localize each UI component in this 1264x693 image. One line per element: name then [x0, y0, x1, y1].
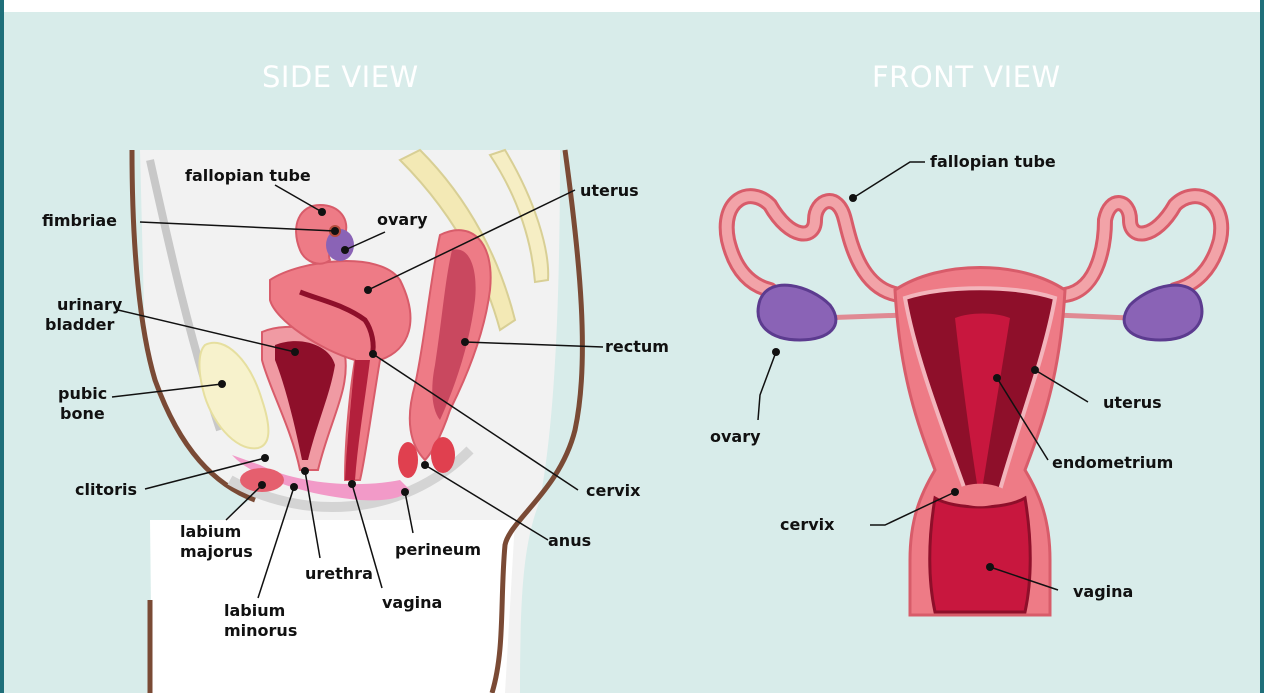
label-side-ovary: ovary: [377, 210, 428, 229]
label-front-vagina: vagina: [1073, 582, 1133, 601]
label-front-uterus: uterus: [1103, 393, 1162, 412]
dot-fallopian-tube: [318, 208, 326, 216]
label-front-ovary: ovary: [710, 427, 761, 446]
dot-front-cervix: [951, 488, 959, 496]
dot-fimbriae: [331, 227, 339, 235]
front-left-fallopian-tube-inner: [727, 196, 900, 295]
label-side-labium-majorus-line2: majorus: [180, 542, 253, 561]
label-side-urethra: urethra: [305, 564, 373, 583]
dot-clitoris: [261, 454, 269, 462]
dot-front-ovary: [772, 348, 780, 356]
label-side-uterus: uterus: [580, 181, 639, 200]
dot-urinary-bladder: [291, 348, 299, 356]
label-side-anus: anus: [548, 531, 591, 550]
dot-labium-majorus: [258, 481, 266, 489]
label-side-labium-majorus-line1: labium: [180, 522, 241, 541]
dot-pubic-bone: [218, 380, 226, 388]
dot-front-vagina: [986, 563, 994, 571]
label-side-urinary-bladder-line1: urinary: [57, 295, 123, 314]
leader-front-ovary: [758, 352, 776, 420]
dot-front-endometrium: [993, 374, 1001, 382]
label-side-vagina: vagina: [382, 593, 442, 612]
label-side-pubic-bone-line2: bone: [60, 404, 105, 423]
label-side-pubic-bone-line1: pubic: [58, 384, 107, 403]
front-right-ovary-ligament: [1055, 315, 1130, 318]
label-front-endometrium: endometrium: [1052, 453, 1173, 472]
label-front-fallopian-tube: fallopian tube: [930, 152, 1056, 171]
label-front-cervix: cervix: [780, 515, 835, 534]
label-side-urinary-bladder-line2: bladder: [45, 315, 114, 334]
label-side-cervix: cervix: [586, 481, 641, 500]
label-side-clitoris: clitoris: [75, 480, 137, 499]
dot-uterus: [364, 286, 372, 294]
leader-front-fallopian-tube: [853, 162, 925, 198]
label-side-fimbriae: fimbriae: [42, 211, 117, 230]
label-side-fallopian-tube: fallopian tube: [185, 166, 311, 185]
dot-vagina: [348, 480, 356, 488]
front-right-ovary-shape: [1124, 285, 1202, 340]
sphincter-front: [398, 442, 418, 478]
label-side-labium-minorus-line2: minorus: [224, 621, 297, 640]
dot-cervix: [369, 350, 377, 358]
front-left-ovary-shape: [758, 285, 836, 340]
label-side-rectum: rectum: [605, 337, 669, 356]
dot-ovary: [341, 246, 349, 254]
dot-perineum: [401, 488, 409, 496]
side-view-illustration: [132, 150, 582, 693]
label-side-labium-minorus-line1: labium: [224, 601, 285, 620]
dot-labium-minorus: [290, 483, 298, 491]
dot-front-fallopian-tube: [849, 194, 857, 202]
label-side-perineum: perineum: [395, 540, 481, 559]
front-vagina-shape: [930, 498, 1031, 612]
sphincter-back: [431, 437, 455, 473]
dot-front-uterus: [1031, 366, 1039, 374]
dot-rectum: [461, 338, 469, 346]
dot-anus: [421, 461, 429, 469]
dot-urethra: [301, 467, 309, 475]
front-right-fallopian-tube-inner: [1065, 196, 1221, 295]
